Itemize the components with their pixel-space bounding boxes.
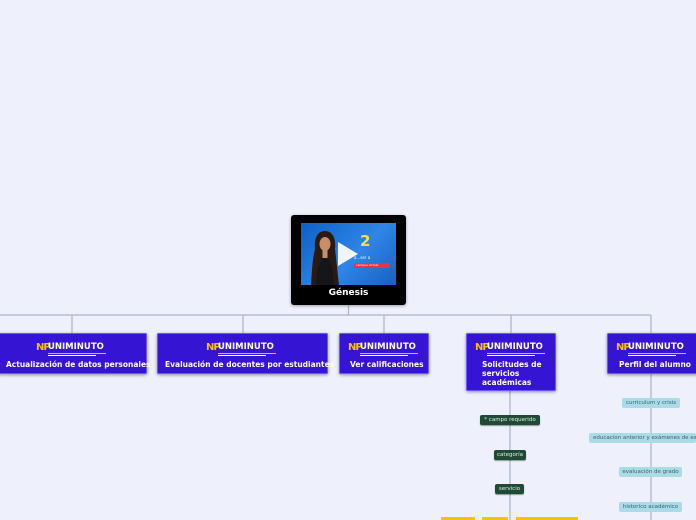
uniminuto-logo: NP UNIMINUTO xyxy=(348,342,422,358)
uniminuto-logo: NP UNIMINUTO xyxy=(206,342,280,358)
subtopic-educacion-anterior[interactable]: educacion anterior y exámenes de es xyxy=(589,433,696,443)
uniminuto-logo: NP UNIMINUTO xyxy=(36,342,110,358)
branch-label: Actualización de datos personales xyxy=(6,360,151,369)
video-number: 2 xyxy=(360,232,371,250)
video-thumbnail[interactable]: 2 a...ser a campus virtual xyxy=(301,223,396,285)
branch-perfil-alumno[interactable]: NP UNIMINUTO Perfil del alumno xyxy=(607,333,696,374)
subtopic-categoria[interactable]: categoría xyxy=(494,450,526,460)
video-banner-text: campus virtual xyxy=(356,263,379,267)
video-subtitle: a...ser a xyxy=(354,255,371,260)
branch-actualizacion-datos[interactable]: NP UNIMINUTO Actualización de datos pers… xyxy=(0,333,151,374)
central-topic-genesis[interactable]: 2 a...ser a campus virtual Génesis xyxy=(291,215,406,305)
branch-label: Solicitudes de servicios académicas xyxy=(482,360,542,387)
subtopic-stub[interactable] xyxy=(482,517,508,520)
root-label: Génesis xyxy=(328,288,369,298)
branch-label: Ver calificaciones xyxy=(350,360,424,369)
subtopic-servicio[interactable]: servicio xyxy=(495,484,524,494)
branch-ver-calificaciones[interactable]: NP UNIMINUTO Ver calificaciones xyxy=(339,333,429,374)
play-icon[interactable] xyxy=(338,242,358,266)
subtopic-evaluacion-grado[interactable]: evaluación de grado xyxy=(619,467,682,477)
uniminuto-logo: NP UNIMINUTO xyxy=(616,342,690,358)
branch-evaluacion-docentes[interactable]: NP UNIMINUTO Evaluación de docentes por … xyxy=(157,333,334,374)
subtopic-stub[interactable] xyxy=(441,517,475,520)
subtopic-curriculum-crisis[interactable]: curriculum y crisis xyxy=(622,398,680,408)
subtopic-stub[interactable] xyxy=(516,517,578,520)
branch-solicitudes-servicios[interactable]: NP UNIMINUTO Solicitudes de servicios ac… xyxy=(466,333,556,391)
subtopic-historico-academico[interactable]: historico académico xyxy=(619,502,682,512)
branch-label: Perfil del alumno xyxy=(619,360,691,369)
presenter-image xyxy=(311,231,339,285)
subtopic-campo-requerido[interactable]: * campo requerido xyxy=(480,415,540,425)
uniminuto-logo: NP UNIMINUTO xyxy=(475,342,549,358)
video-banner xyxy=(354,263,390,268)
branch-label: Evaluación de docentes por estudiantes xyxy=(165,360,335,369)
